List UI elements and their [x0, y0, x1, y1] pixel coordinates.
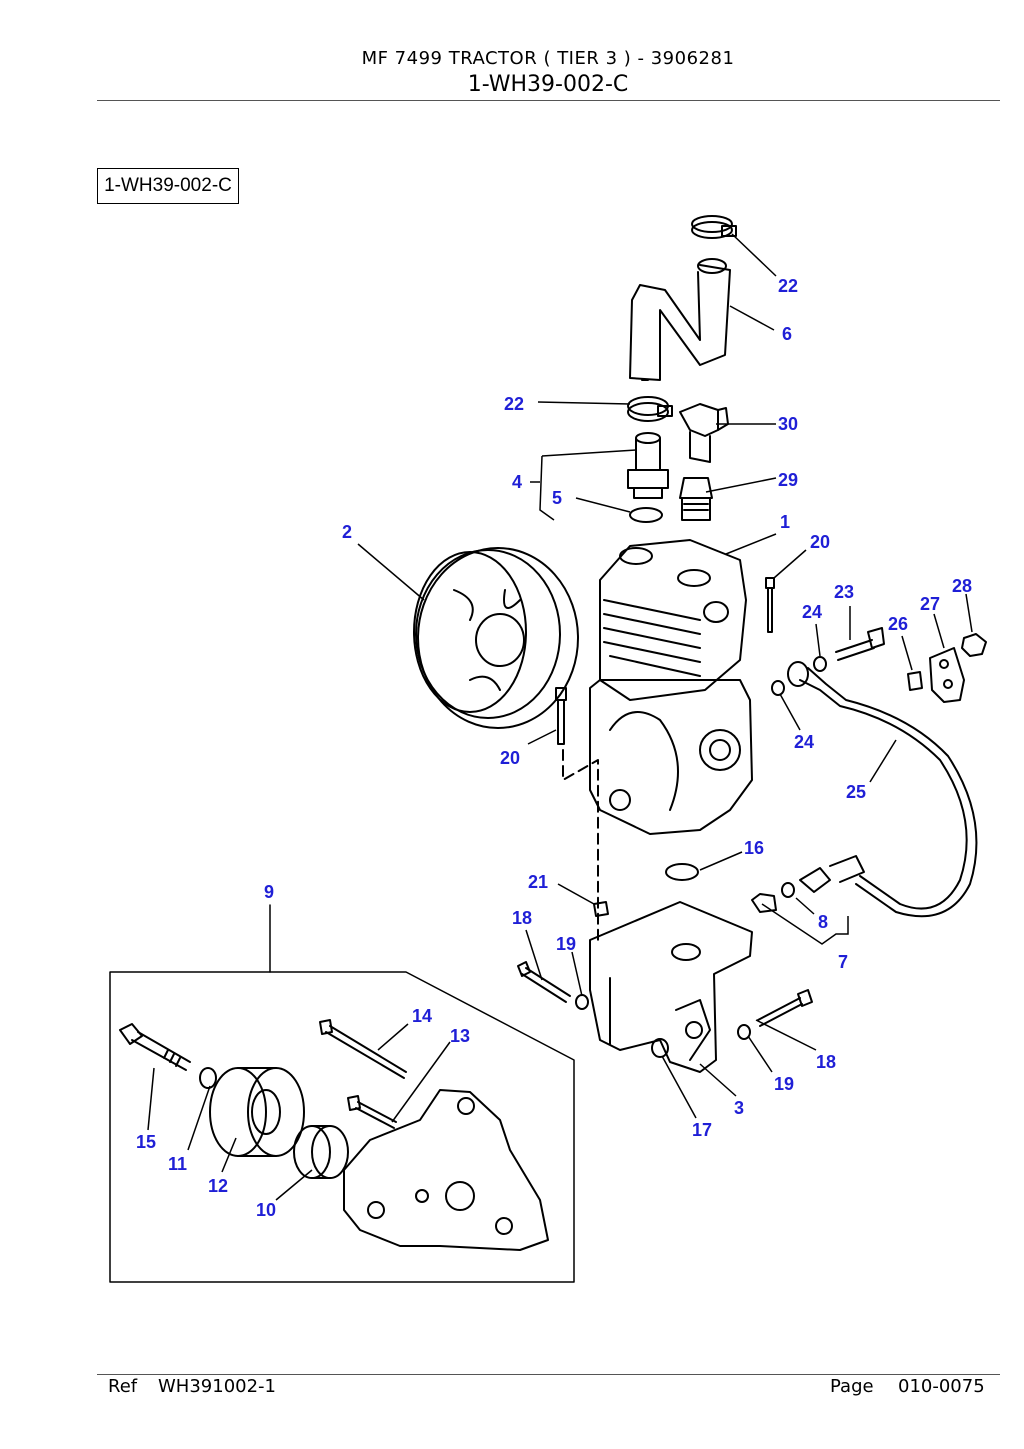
callout-20-left: 20	[500, 748, 520, 768]
fitting-part	[751, 855, 865, 913]
mounting-bracket-part	[589, 901, 753, 1073]
hose-clamp-top-part	[691, 215, 737, 239]
callout-27: 27	[920, 594, 940, 614]
diagram-code: 1-WH39-002-C	[467, 72, 629, 97]
page-title: MF 7499 TRACTOR ( TIER 3 ) - 3906281	[361, 48, 735, 69]
footer-page-value: 010-0075	[898, 1376, 985, 1397]
o-ring-part	[629, 507, 663, 523]
callout-23: 23	[834, 582, 854, 602]
o-ring-16-part	[665, 863, 699, 881]
union-part	[679, 477, 713, 521]
callout-14: 14	[412, 1006, 432, 1026]
tensioner-bracket-part	[343, 1089, 549, 1251]
nut-part	[961, 633, 987, 657]
callout-3: 3	[734, 1098, 744, 1118]
o-ring-17-part	[651, 1038, 669, 1058]
callout-13: 13	[450, 1026, 470, 1046]
bolt-20-right-part	[765, 577, 775, 633]
spacer-part	[907, 671, 923, 691]
pipe-part	[787, 661, 978, 918]
washer-24-lower-part	[771, 680, 785, 696]
bolt-13-part	[347, 1095, 397, 1129]
callout-18-left: 18	[512, 908, 532, 928]
bolt-18-right-part	[757, 989, 813, 1027]
callout-12: 12	[208, 1176, 228, 1196]
washer-19-left-part	[575, 994, 589, 1010]
footer-rule	[97, 1374, 1000, 1375]
dowel-part	[593, 901, 609, 917]
bolt-15-part	[119, 1023, 191, 1071]
bracket-part	[929, 647, 965, 703]
hose-clamp-mid-part	[627, 396, 673, 422]
inset-box	[109, 971, 575, 1283]
footer-page-label: Page	[830, 1376, 874, 1397]
callout-28: 28	[952, 576, 972, 596]
footer-ref-value: WH391002-1	[158, 1376, 276, 1397]
callout-1: 1	[780, 512, 790, 532]
callout-21: 21	[528, 872, 548, 892]
elbow-fitting-part	[679, 403, 729, 463]
adapter-part	[627, 432, 669, 499]
callout-11: 11	[168, 1154, 187, 1174]
hose-part	[629, 258, 731, 381]
callout-19-left: 19	[556, 934, 576, 954]
callout-18-right: 18	[816, 1052, 836, 1072]
assembly-center-line	[562, 749, 599, 941]
diagram-box-label: 1-WH39-002-C	[97, 168, 239, 204]
callout-5: 5	[552, 488, 562, 508]
callout-19-right: 19	[774, 1074, 794, 1094]
washer-19-right-part	[737, 1024, 751, 1040]
callout-10: 10	[256, 1200, 276, 1220]
callout-22-top: 22	[778, 276, 798, 296]
banjo-bolt-part	[835, 627, 885, 661]
callout-24-lower: 24	[794, 732, 814, 752]
bolt-20-left-part	[555, 687, 567, 745]
idler-pulley-part	[209, 1067, 305, 1157]
callout-22-mid: 22	[504, 394, 524, 414]
bolt-14-part	[319, 1019, 407, 1079]
callout-7: 7	[838, 952, 848, 972]
washer-11-part	[199, 1067, 217, 1089]
callout-9: 9	[264, 882, 274, 902]
callout-26: 26	[888, 614, 908, 634]
callout-4: 4	[512, 472, 522, 492]
spacer-10-part	[293, 1125, 349, 1179]
callout-17: 17	[692, 1120, 712, 1140]
callout-30: 30	[778, 414, 798, 434]
footer-ref-label: Ref	[108, 1376, 138, 1397]
callout-25: 25	[846, 782, 866, 802]
pulley-part	[413, 547, 579, 729]
compressor-part	[589, 539, 753, 835]
bolt-18-left-part	[517, 961, 571, 1003]
callout-2: 2	[342, 522, 352, 542]
header-rule	[97, 100, 1000, 101]
callout-6: 6	[782, 324, 792, 344]
washer-24-upper-part	[813, 656, 827, 672]
callout-29: 29	[778, 470, 798, 490]
callout-24-upper: 24	[802, 602, 822, 622]
callout-15: 15	[136, 1132, 156, 1152]
callout-16: 16	[744, 838, 764, 858]
callout-20-right: 20	[810, 532, 830, 552]
callout-8: 8	[818, 912, 828, 932]
